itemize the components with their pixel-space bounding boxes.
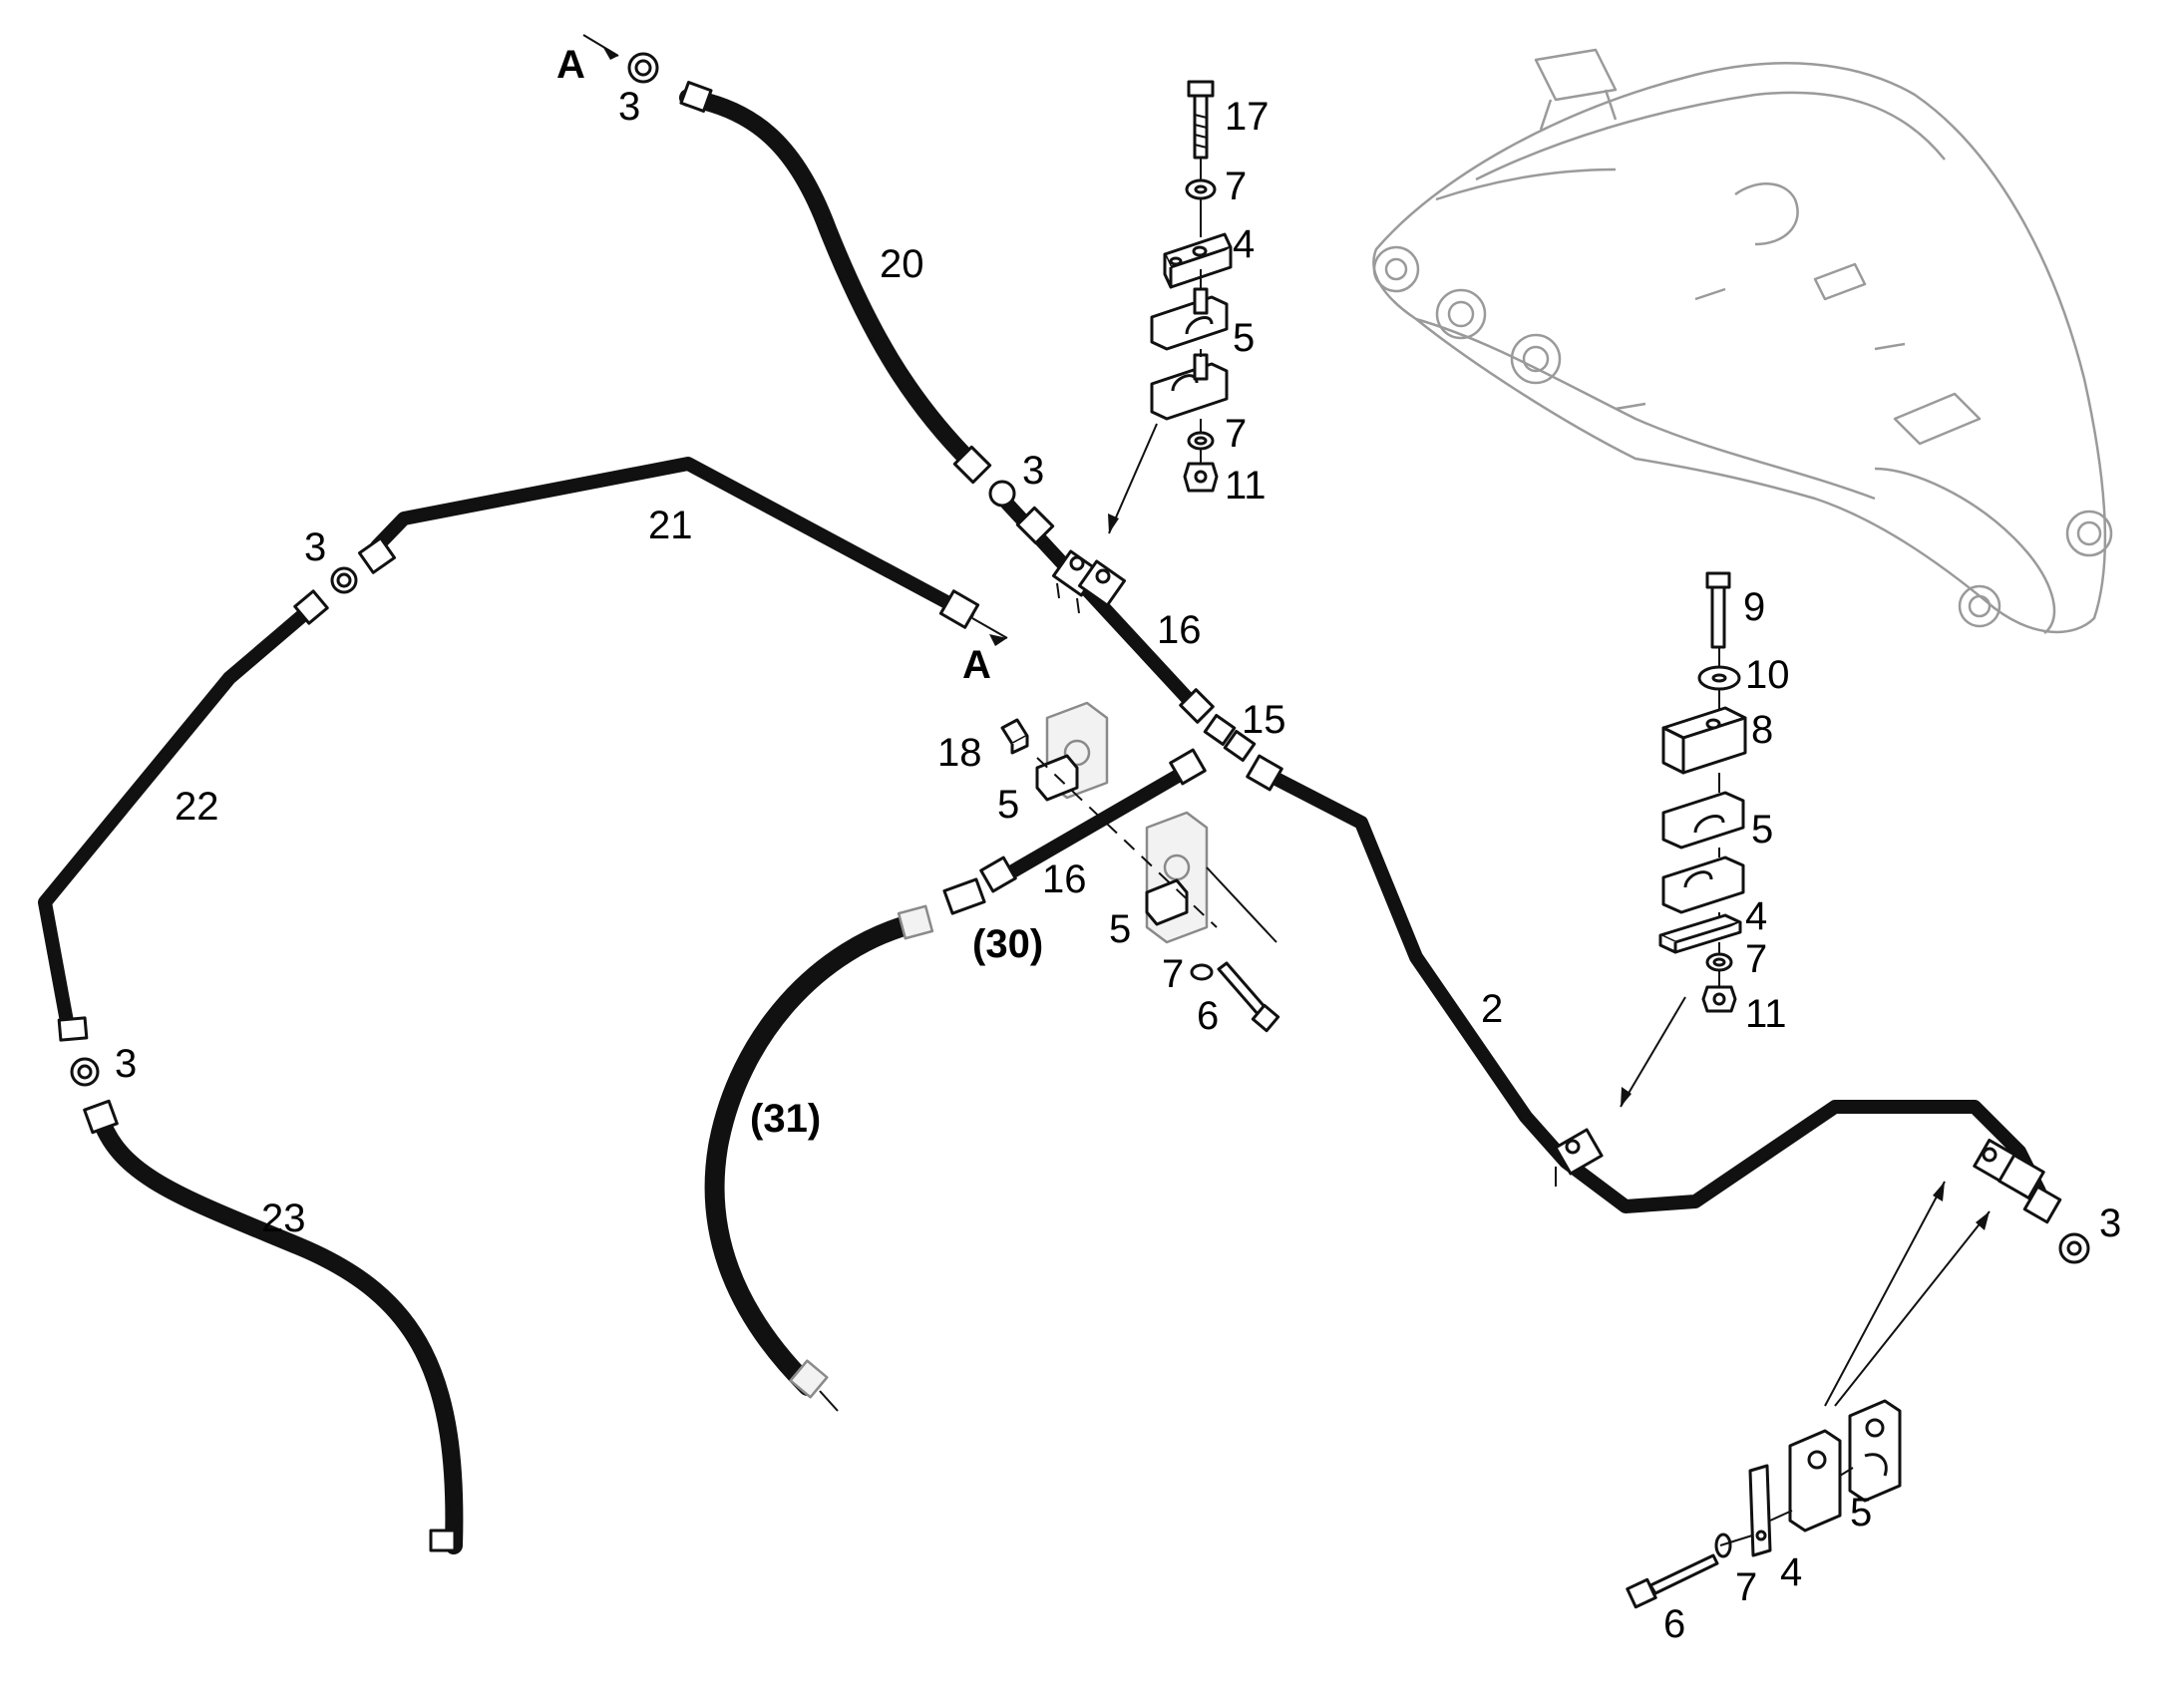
washer-7-mid (1187, 431, 1215, 451)
callout-3-left: 3 (304, 525, 326, 569)
callout-10: 10 (1745, 653, 1790, 697)
callout-16-lower: 16 (1042, 857, 1087, 901)
pipe-16-lower (979, 748, 1207, 893)
block-8 (1661, 706, 1747, 775)
callout-2: 2 (1481, 987, 1503, 1031)
excavator-boom-illustration (1372, 48, 2113, 634)
callout-11-top: 11 (1225, 464, 1267, 508)
bolt-9 (1705, 571, 1731, 649)
callout-7-right: 7 (1745, 937, 1767, 981)
nut-3-bottom-left (70, 1057, 100, 1087)
callout-5-bottom: 5 (1850, 1491, 1872, 1535)
clamp-half-5-lower (1145, 878, 1189, 926)
view-arrow-a-out (971, 617, 1008, 639)
nut-3-right (2058, 1232, 2090, 1264)
clamp-half-5-bottom-b (1788, 1429, 1842, 1533)
hose-31 (704, 904, 934, 1412)
bolt-shaft-ghost (1206, 866, 1277, 943)
callout-17: 17 (1225, 95, 1270, 139)
pipe-21 (357, 457, 980, 629)
callout-4-right: 4 (1745, 894, 1767, 938)
callout-4-bottom: 4 (1780, 1550, 1802, 1594)
clamp-half-5-top-a (1150, 287, 1229, 351)
hose-20 (679, 81, 992, 485)
bolt-6-lower (1217, 961, 1280, 1033)
callout-16-upper: 16 (1157, 608, 1202, 652)
pipe-22 (38, 589, 329, 1042)
callout-5-lower: 5 (1109, 907, 1131, 951)
clamp-pipe-2-right (1973, 1139, 2045, 1199)
washer-7-right (1705, 952, 1733, 972)
callout-7-bottom: 7 (1735, 1565, 1757, 1609)
clamp-upper (1051, 549, 1127, 614)
callout-3-bottom-left: 3 (115, 1042, 137, 1086)
bolt-6-bottom (1626, 1553, 1719, 1609)
callout-30: (30) (972, 922, 1043, 966)
callout-15: 15 (1242, 698, 1286, 742)
pipe-16-upper (988, 480, 1215, 724)
callout-7-mid: 7 (1225, 412, 1247, 456)
callout-3-top: 3 (618, 85, 640, 129)
washer-7-top (1185, 178, 1217, 200)
fitting-15 (1203, 713, 1257, 763)
stack-centerline-bottom (1719, 1467, 1854, 1546)
view-marker-a-top: A (556, 43, 585, 87)
hose-23 (83, 1099, 464, 1554)
leader-right-stack (1620, 996, 1686, 1108)
callout-3-mid: 3 (1022, 449, 1044, 493)
callout-7-top: 7 (1225, 165, 1247, 208)
nut-11-top (1183, 462, 1219, 493)
plate-4-right (1658, 913, 1742, 954)
callout-20: 20 (880, 242, 924, 286)
pipe-2 (1246, 754, 2062, 1224)
callout-7-lower: 7 (1162, 952, 1184, 996)
callout-5-top: 5 (1233, 316, 1255, 360)
nut-11-right (1701, 985, 1737, 1013)
clamp-half-5-top-b (1150, 353, 1229, 421)
callout-23: 23 (261, 1196, 306, 1240)
callout-18: 18 (937, 731, 982, 775)
bolt-17 (1187, 80, 1215, 160)
callout-6-lower: 6 (1197, 994, 1219, 1038)
callout-21: 21 (648, 504, 693, 547)
callout-3-right: 3 (2099, 1201, 2121, 1245)
clamp-pipe-2-middle (1554, 1128, 1604, 1187)
callout-5-left: 5 (997, 783, 1019, 827)
clamp-half-5-bottom-a (1848, 1399, 1902, 1503)
callout-22: 22 (175, 785, 219, 829)
callout-5-right: 5 (1751, 808, 1773, 852)
assembly-line-lower (1036, 757, 1218, 928)
leader-upper-stack (1108, 423, 1158, 534)
clamp-half-5-right-a (1661, 791, 1745, 850)
callout-11-right: 11 (1745, 992, 1787, 1036)
nut-3-top (627, 52, 659, 84)
callout-8: 8 (1751, 708, 1773, 752)
callout-4-top: 4 (1233, 222, 1255, 266)
callout-9: 9 (1743, 585, 1765, 629)
washer-10 (1697, 665, 1741, 691)
washer-7-lower (1190, 963, 1214, 981)
nut-3-left (330, 566, 358, 594)
clamp-part-18 (1000, 718, 1029, 755)
callout-31: (31) (750, 1097, 821, 1141)
plate-4-bottom (1748, 1464, 1772, 1557)
callout-labels: A A 3 17 7 4 5 7 11 20 3 3 21 16 15 18 5… (115, 43, 2121, 1646)
clamp-half-5-right-b (1661, 855, 1745, 914)
plate-4-top (1163, 232, 1233, 289)
view-marker-a-side: A (962, 643, 991, 687)
adapter-30 (942, 877, 986, 915)
leader-bottom-stack (1824, 1181, 1991, 1407)
callout-6-bottom: 6 (1663, 1602, 1685, 1646)
